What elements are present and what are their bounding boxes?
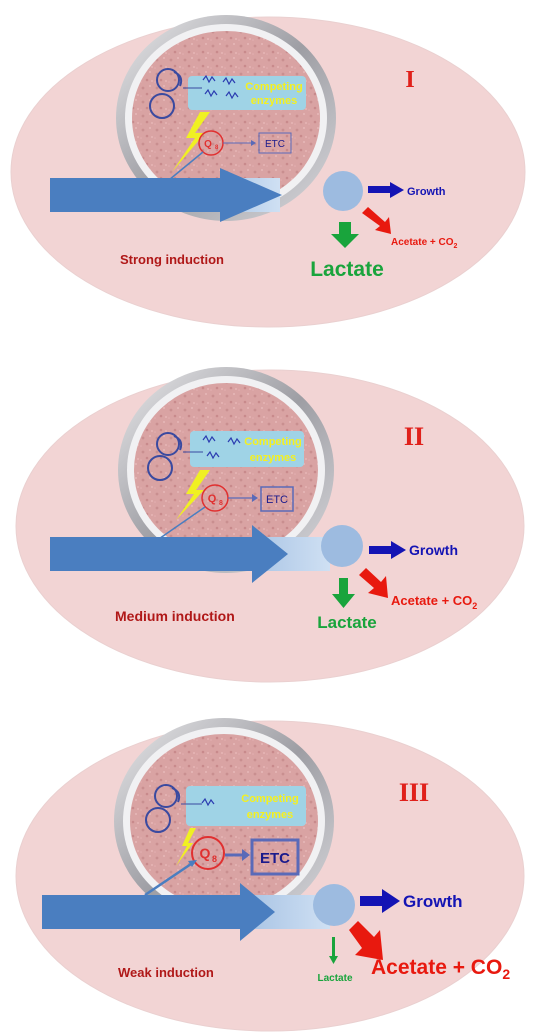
flux-arrow	[50, 525, 288, 583]
arrow-head	[251, 140, 256, 146]
etc-box	[250, 838, 300, 876]
acetate-arrow	[359, 568, 388, 598]
enzyme-squiggles	[201, 797, 215, 807]
growth-label: Growth	[409, 542, 458, 558]
growth-arrow-shaft	[368, 186, 390, 193]
acetate-label: Acetate + CO2	[391, 237, 458, 250]
pyruvate-node	[313, 884, 355, 926]
growth-arrow-head	[390, 182, 404, 198]
pyruvate-node	[323, 171, 363, 211]
q8-label: Q	[204, 139, 212, 150]
panel-number: I	[405, 67, 414, 93]
competing-enzymes-box	[188, 76, 306, 110]
etc-label: ETC	[260, 850, 290, 867]
enzymes-label: enzymes	[251, 95, 297, 107]
enzyme-squiggles	[202, 434, 241, 460]
panel-strong: Competing enzymes Q 8 ETC Growth Acetate…	[10, 15, 526, 328]
arrow-head	[252, 494, 258, 502]
arrow-head	[242, 849, 250, 861]
acetate-arrow	[349, 921, 383, 960]
panel-weak: Competing enzymes Q 8 ETC Growth Acetate…	[15, 718, 525, 1032]
competing-enzymes-box	[190, 431, 304, 467]
growth-arrow-head	[382, 889, 400, 913]
enzyme-squiggles	[202, 74, 239, 100]
growth-label: Growth	[407, 186, 446, 198]
etc-label: ETC	[265, 139, 285, 150]
arrow-head	[188, 860, 197, 867]
q8-circle	[191, 836, 225, 870]
ribosome-icon	[145, 784, 181, 833]
induction-label: Strong induction	[120, 252, 224, 267]
acetate-label: Acetate + CO2	[391, 593, 477, 611]
lactate-label: Lactate	[310, 258, 384, 281]
competing-label: Competing	[244, 436, 301, 448]
q8-label: Q	[200, 845, 211, 861]
lactate-label: Lactate	[317, 613, 377, 632]
induction-label: Weak induction	[118, 965, 214, 980]
competing-label: Competing	[241, 793, 298, 805]
pyruvate-node	[321, 525, 363, 567]
etc-box	[260, 486, 294, 512]
growth-label: Growth	[403, 892, 463, 911]
competing-enzymes-box	[186, 786, 306, 826]
acetate-label: Acetate + CO2	[371, 956, 510, 982]
etc-box	[258, 132, 292, 154]
panel-number: II	[404, 422, 424, 451]
lactate-label: Lactate	[317, 973, 352, 984]
ribosome-icon	[149, 68, 183, 119]
ribosome-icon	[147, 432, 183, 481]
lactate-arrow	[332, 578, 355, 608]
flux-arrow	[42, 883, 275, 941]
growth-arrow-shaft	[369, 546, 391, 554]
q8-subscript: 8	[219, 500, 223, 507]
lactate-arrow-shaft	[332, 937, 335, 957]
growth-arrow-shaft	[360, 896, 382, 906]
induction-label: Medium induction	[115, 608, 235, 624]
flux-arrow	[50, 168, 282, 222]
competing-label: Competing	[245, 81, 302, 93]
growth-arrow-head	[391, 541, 406, 559]
etc-label: ETC	[266, 494, 288, 506]
lactate-arrow	[329, 956, 338, 964]
panel-number: III	[399, 778, 429, 807]
panel-medium: Competing enzymes Q 8 ETC Growth Acetate…	[15, 367, 525, 683]
nucleus	[134, 383, 318, 557]
enzymes-label: enzymes	[247, 809, 293, 821]
lactate-arrow	[331, 222, 359, 248]
q8-subscript: 8	[212, 854, 217, 864]
q8-input-line	[144, 860, 195, 897]
acetate-arrow	[362, 207, 391, 234]
q8-label: Q	[208, 493, 217, 505]
q8-subscript: 8	[215, 145, 219, 151]
enzymes-label: enzymes	[250, 452, 296, 464]
